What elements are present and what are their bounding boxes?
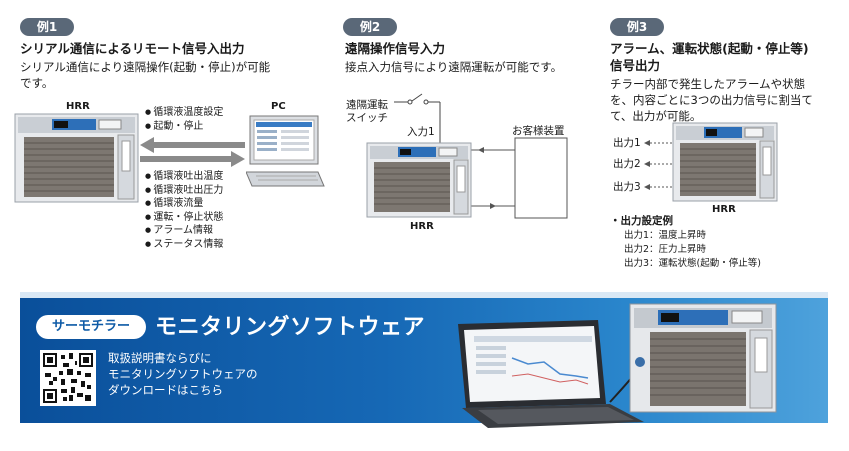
example1-badge: 例1 [20,18,74,36]
example3-hrr-label: HRR [712,204,736,215]
chiller-unit-illustration [14,113,139,203]
example3-desc-2: を、内容ごとに3つの出力信号に割当て [610,93,813,107]
example1-pc-label: PC [271,101,286,112]
banner-title: モニタリングソフトウェア [155,315,426,340]
laptop-illustration [458,320,644,428]
download-line-2: モニタリングソフトウェアの [108,367,258,381]
example2-badge: 例2 [343,18,397,36]
example1-input-list: 循環液温度設定 起動・停止 [145,106,223,133]
example1-desc-1: シリアル通信により遠隔操作(起動・停止)が可能 [20,60,271,74]
output1-label: 出力1 [613,137,641,149]
example3-title-2: 信号出力 [610,58,661,73]
banner-top-band [20,292,828,300]
chiller-unit-illustration [672,122,778,202]
list-item: 起動・停止 [145,120,223,134]
example1-output-list: 循環液吐出温度 循環液吐出圧力 循環液流量 運転・停止状態 アラーム情報 ステー… [145,170,223,251]
example1-desc-2: です。 [20,76,54,90]
qr-code-icon[interactable] [40,350,96,406]
example3-badge: 例3 [610,18,664,36]
example3-desc-1: チラー内部で発生したアラームや状態 [610,77,806,91]
right-arrow-icon [140,151,245,167]
example1-title: シリアル通信によるリモート信号入出力 [20,41,245,56]
example2-hrr-label: HRR [410,221,434,232]
output3-label: 出力3 [613,181,641,193]
list-item: 運転・停止状態 [145,211,223,225]
output-setting-3: 出力3：運転状態(起動・停止等) [624,258,761,269]
wiring-diagram [394,93,568,219]
chiller-unit-illustration [366,142,472,218]
list-item: 循環液温度設定 [145,106,223,120]
example3-desc-3: て、出力が可能。 [610,109,702,123]
list-item: 循環液吐出温度 [145,170,223,184]
download-text[interactable]: 取扱説明書ならびに モニタリングソフトウェアの ダウンロードはこちら [108,350,258,398]
download-line-1: 取扱説明書ならびに [108,351,212,365]
output2-label: 出力2 [613,158,641,170]
output-settings-title: ・出力設定例 [610,215,673,227]
remote-switch-label-1: 遠隔運転 [346,99,388,111]
left-arrow-icon [140,137,245,153]
chiller-unit-illustration [629,303,777,413]
example3-title-1: アラーム、運転状態(起動・停止等) [610,41,809,56]
output-setting-2: 出力2：圧力上昇時 [624,244,707,255]
list-item: ステータス情報 [145,238,223,252]
customer-device-label: お客様装置 [512,125,565,137]
pc-monitor-icon [246,115,325,187]
list-item: アラーム情報 [145,224,223,238]
output-setting-1: 出力1：温度上昇時 [624,230,707,241]
example1-hrr-label: HRR [66,101,90,112]
input1-label: 入力1 [407,126,435,138]
example2-title: 遠隔操作信号入力 [345,41,446,56]
remote-switch-label-2: スイッチ [346,112,388,124]
brand-pill: サーモチラー [36,315,146,339]
example2-desc: 接点入力信号により遠隔運転が可能です。 [345,60,563,74]
list-item: 循環液吐出圧力 [145,184,223,198]
list-item: 循環液流量 [145,197,223,211]
download-line-3: ダウンロードはこちら [108,383,223,397]
output-signal-arrows [644,140,672,190]
